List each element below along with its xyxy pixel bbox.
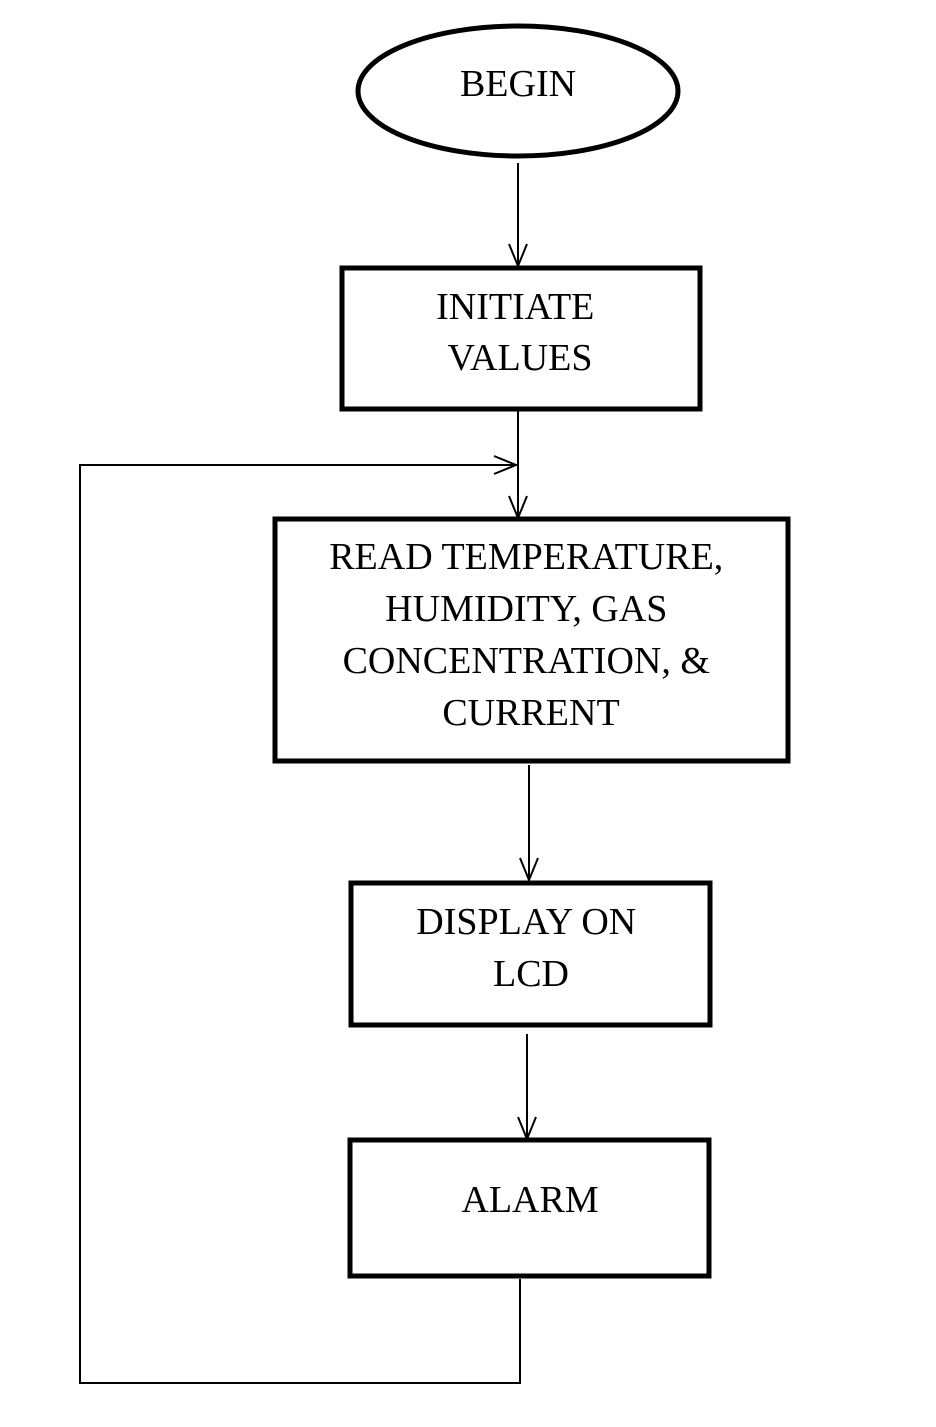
alarm-node: ALARM xyxy=(347,1137,712,1279)
read-label-line-1: READ TEMPERATURE, xyxy=(329,536,723,578)
begin-terminator-shape xyxy=(355,23,681,159)
read-sensors-node: READ TEMPERATURE, HUMIDITY, GAS CONCENTR… xyxy=(272,516,791,764)
begin-node: BEGIN xyxy=(355,23,681,159)
edge-begin-to-initiate xyxy=(508,163,528,269)
read-sensors-label: READ TEMPERATURE, HUMIDITY, GAS CONCENTR… xyxy=(329,536,733,734)
display-lcd-node: DISPLAY ON LCD xyxy=(348,880,713,1028)
begin-label: BEGIN xyxy=(460,63,576,105)
read-label-line-4: CURRENT xyxy=(442,692,619,734)
initiate-label-line-1: INITIATE xyxy=(436,286,594,328)
display-label-line-2: LCD xyxy=(493,953,569,995)
initiate-values-node: INITIATE VALUES xyxy=(339,265,703,412)
edge-read-to-display xyxy=(519,765,539,883)
initiate-values-label: INITIATE VALUES xyxy=(436,286,604,379)
display-lcd-box xyxy=(348,880,713,1028)
read-label-line-3: CONCENTRATION, & xyxy=(343,640,710,682)
display-lcd-label: DISPLAY ON LCD xyxy=(416,901,645,995)
initiate-values-box xyxy=(339,265,703,412)
edge-display-to-alarm xyxy=(517,1034,537,1142)
alarm-box xyxy=(347,1137,712,1279)
read-label-line-2: HUMIDITY, GAS xyxy=(385,588,667,630)
alarm-label: ALARM xyxy=(461,1179,598,1221)
edge-loop-alarm-to-read xyxy=(79,455,521,1384)
display-label-line-1: DISPLAY ON xyxy=(416,901,636,943)
initiate-label-line-2: VALUES xyxy=(448,337,593,379)
read-sensors-box xyxy=(272,516,791,764)
